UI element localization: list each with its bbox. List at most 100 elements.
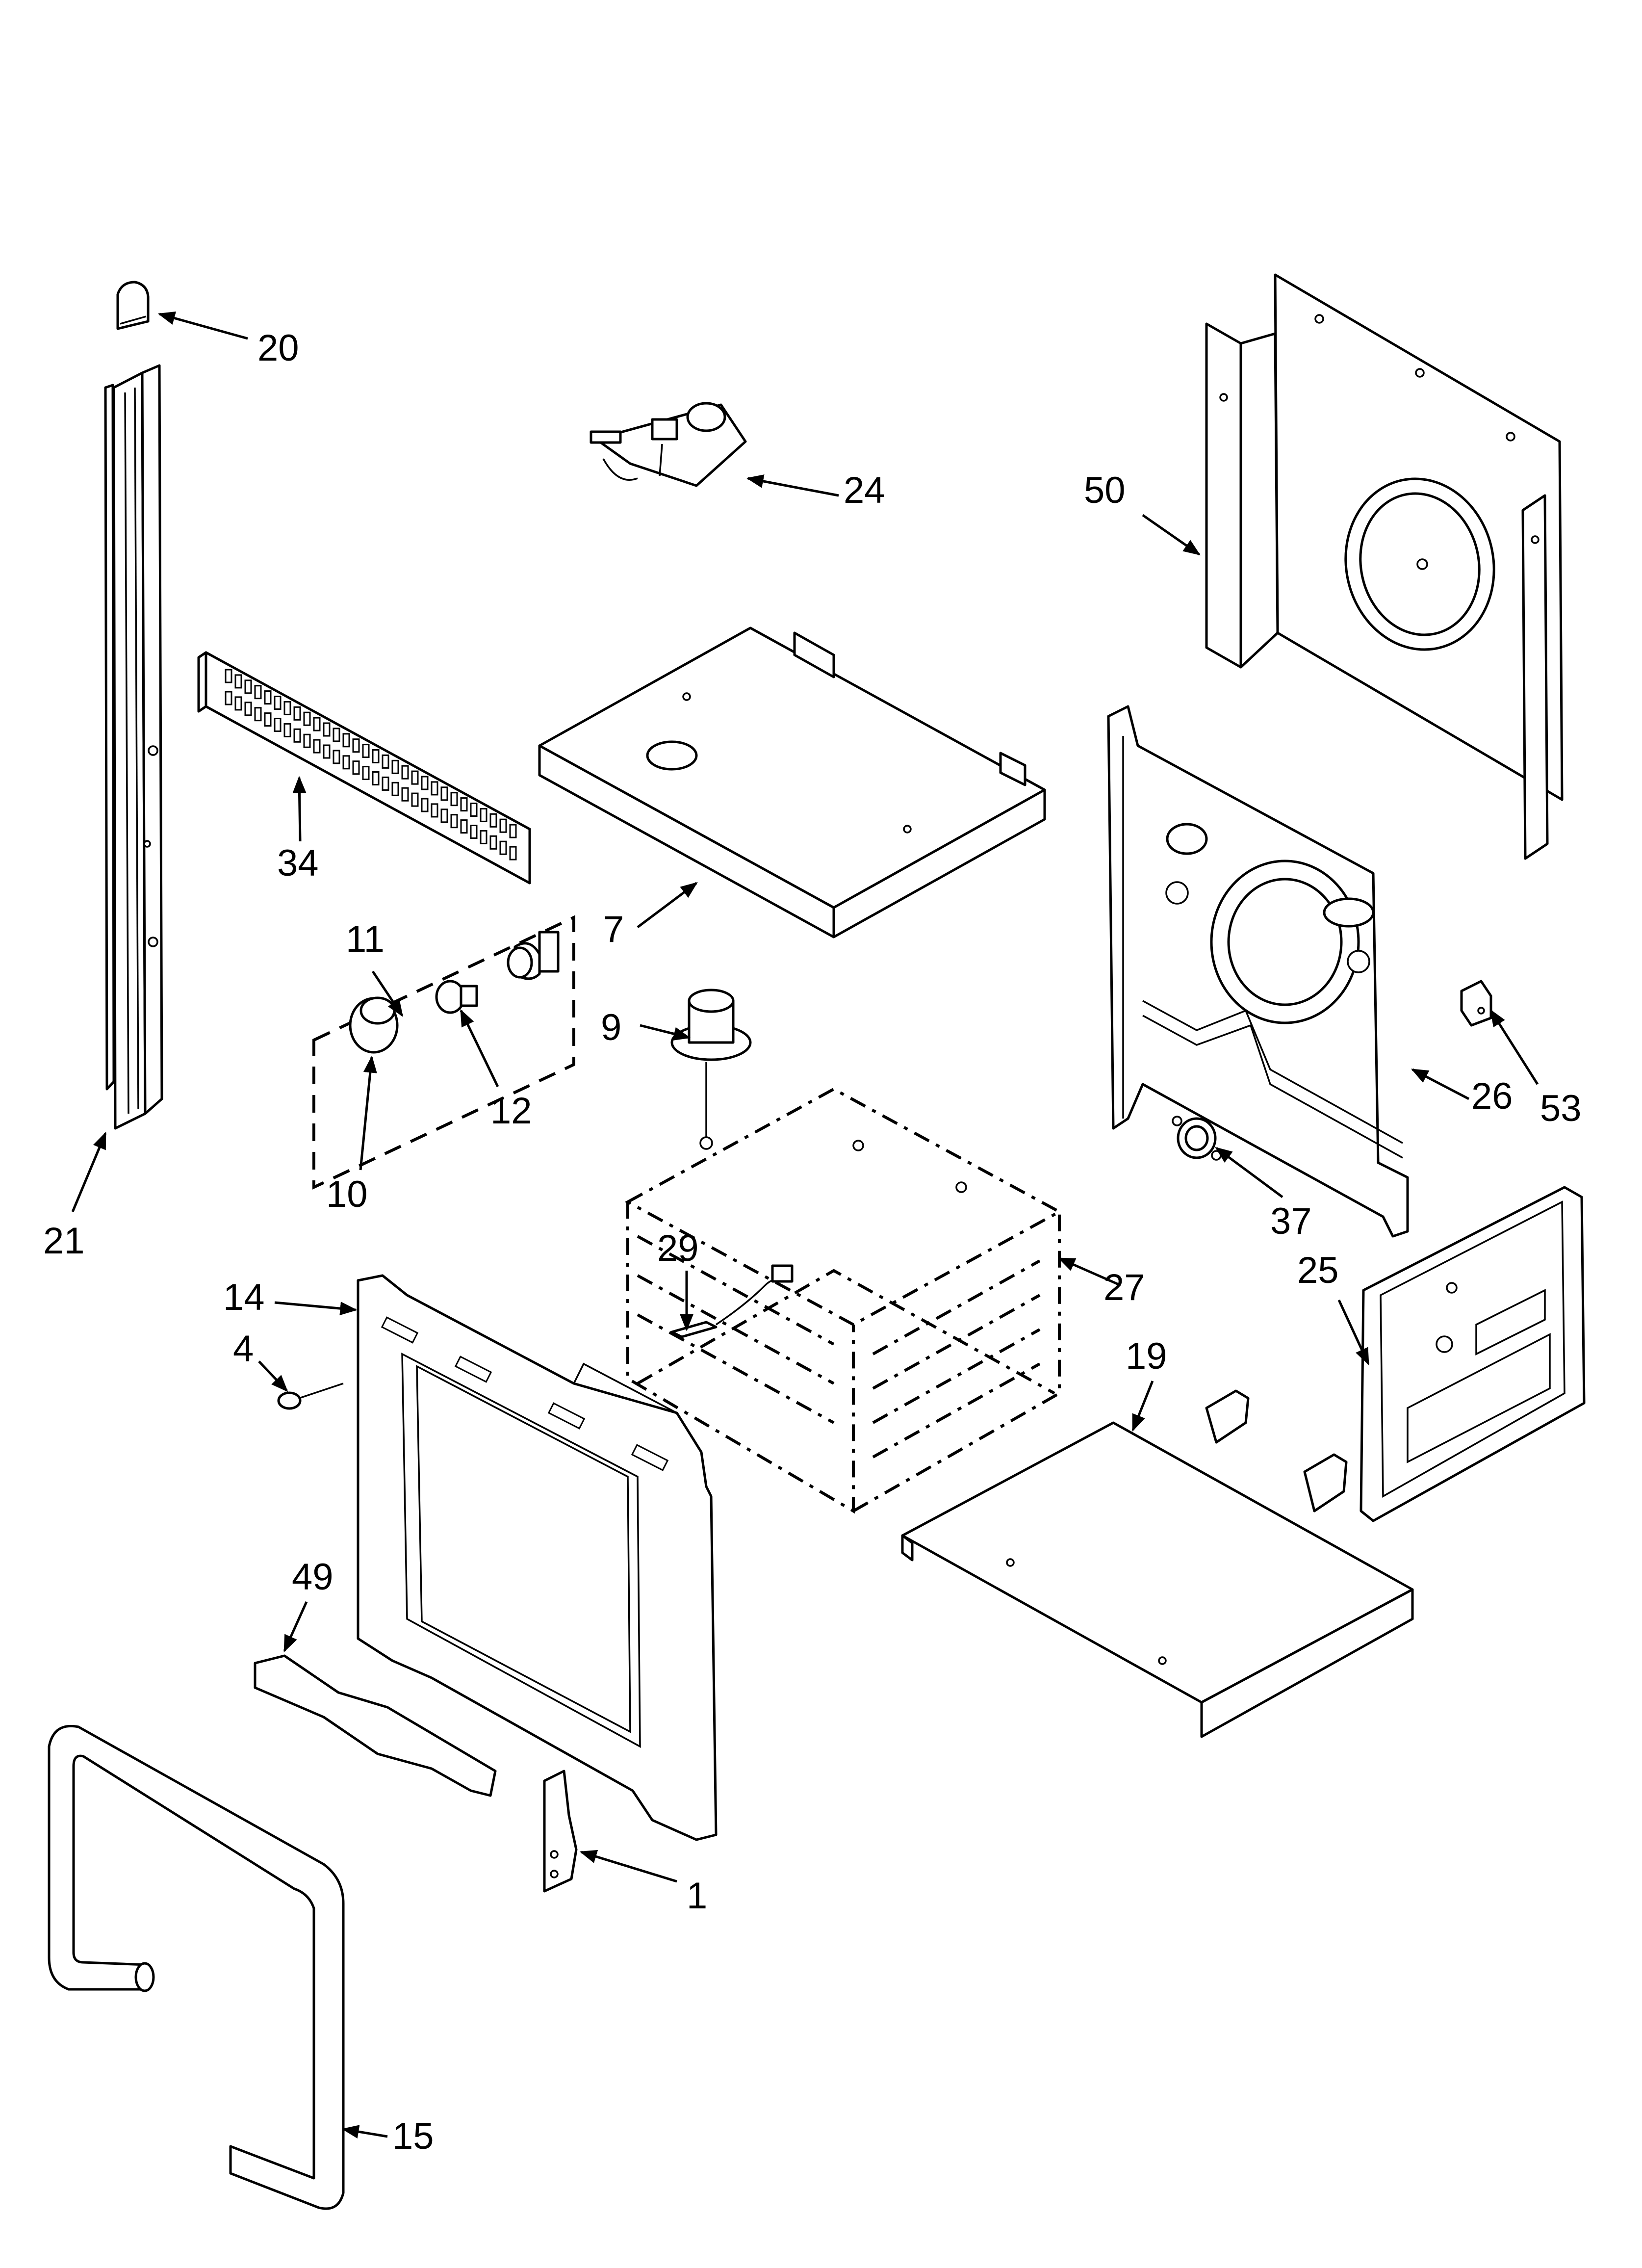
grille-slot [283, 701, 291, 715]
callout-12: 12 [490, 1090, 532, 1132]
part-12-light-part [435, 980, 478, 1014]
grille-slot [440, 808, 448, 823]
callout-20: 20 [257, 327, 299, 369]
part-20-end-cap [116, 281, 150, 330]
leader-lines [71, 311, 1539, 2138]
part-53-bracket [1460, 980, 1492, 1027]
grille-slot [460, 797, 468, 812]
grille-slot [362, 766, 370, 781]
callout-labels: 20 24 50 34 7 11 9 12 10 21 26 53 37 29 … [43, 327, 1582, 2157]
grille-slot [499, 818, 507, 833]
part-37-thermostat [1172, 1116, 1222, 1161]
grille-slot [293, 706, 301, 721]
callout-7: 7 [603, 909, 624, 950]
grille-slot [342, 733, 350, 748]
grille-slot [234, 674, 242, 689]
grille-slot [509, 824, 517, 838]
grille-slot [509, 846, 517, 860]
callout-15: 15 [392, 2115, 434, 2157]
grille-slot [303, 711, 311, 726]
callout-25: 25 [1297, 1250, 1339, 1291]
grille-slot [372, 771, 380, 785]
callout-14: 14 [223, 1277, 265, 1318]
grille-slot [499, 840, 507, 855]
grille-slot [333, 750, 340, 764]
callout-1: 1 [687, 1875, 707, 1917]
grille-slot [411, 770, 419, 785]
grille-slot [401, 787, 409, 802]
grille-slot [470, 803, 478, 817]
callout-10: 10 [326, 1173, 368, 1215]
callout-24: 24 [844, 469, 885, 511]
grille-slot [382, 754, 389, 769]
grille-slot [313, 739, 321, 754]
grille-slot [391, 759, 399, 774]
callout-11: 11 [346, 918, 385, 960]
grille-slot [480, 830, 487, 844]
grille-slot [411, 792, 419, 807]
callout-4: 4 [233, 1328, 254, 1370]
grille-slot [323, 744, 331, 759]
callout-26: 26 [1471, 1075, 1513, 1117]
grille-slot [293, 728, 301, 743]
part-25-side-panel [1360, 1186, 1586, 1522]
grille-slot [264, 690, 272, 705]
grille-slot [352, 738, 360, 753]
grille-slot [313, 717, 321, 731]
grille-slot [372, 749, 380, 763]
grille-slot [440, 786, 448, 801]
part-9-sensor [670, 989, 752, 1138]
callout-53: 53 [1540, 1088, 1582, 1129]
part-15-door-gasket [48, 1724, 345, 2210]
grille-slot [401, 765, 409, 780]
grille-slot [254, 685, 262, 700]
part-50-rear-panel [1205, 273, 1564, 860]
callout-9: 9 [601, 1007, 621, 1048]
part-14-front-frame [357, 1274, 718, 1841]
grille-slot [352, 760, 360, 775]
grille-slot [382, 776, 389, 791]
grille-slot [274, 696, 282, 710]
grille-slots [225, 669, 517, 860]
callout-34: 34 [277, 842, 319, 884]
callout-50: 50 [1084, 469, 1126, 511]
grille-slot [283, 723, 291, 737]
callout-27: 27 [1103, 1267, 1145, 1308]
grille-slot [244, 679, 252, 694]
part-11-socket [507, 931, 560, 980]
part-24-switch-assembly [590, 402, 747, 487]
grille-slot [470, 825, 478, 839]
callout-49: 49 [292, 1556, 334, 1598]
part-27-oven-cavity [624, 1087, 1063, 1514]
grille-slot [303, 733, 311, 748]
part-19-bottom-tray [901, 1389, 1414, 1738]
grille-slot [450, 792, 458, 807]
part-21-side-trim [104, 364, 163, 1130]
grille-slot [274, 718, 282, 732]
grille-slot [323, 722, 331, 737]
callout-37: 37 [1270, 1200, 1312, 1242]
grille-slot [431, 781, 438, 796]
grille-slot [489, 835, 497, 850]
part-4-screw [277, 1382, 344, 1410]
grille-slot [333, 728, 340, 742]
callout-29: 29 [657, 1227, 699, 1269]
grille-slot [264, 712, 272, 727]
grille-slot [254, 707, 262, 722]
grille-slot [489, 813, 497, 828]
grille-slot [225, 691, 232, 705]
part-10-knob [349, 996, 399, 1054]
part-7-top-panel [538, 626, 1046, 938]
grille-slot [421, 798, 429, 812]
callout-19: 19 [1126, 1335, 1167, 1377]
part-34-vent-grille [197, 651, 531, 885]
part-26-rear-frame [1107, 705, 1409, 1238]
grille-slot [480, 808, 487, 822]
grille-slot [460, 819, 468, 834]
grille-slot [362, 744, 370, 758]
grille-slot [342, 755, 350, 770]
callout-21: 21 [43, 1220, 85, 1262]
part-49-trim-piece [254, 1654, 497, 1797]
grille-slot [450, 814, 458, 829]
